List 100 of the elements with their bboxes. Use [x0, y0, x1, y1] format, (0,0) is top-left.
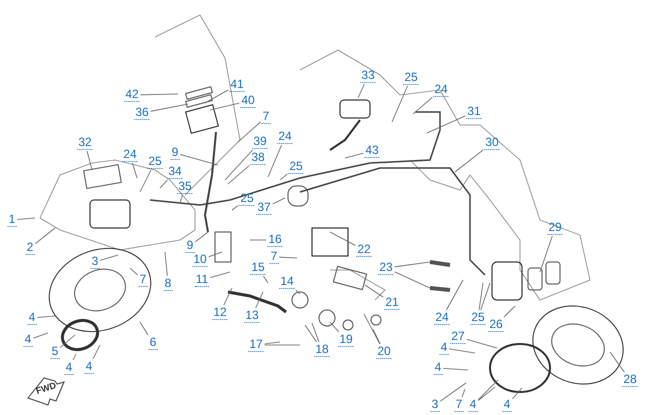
leader-line — [130, 268, 138, 276]
callout-number: 24 — [434, 311, 450, 325]
callout-number: 42 — [124, 88, 140, 102]
callout-number: 19 — [338, 333, 354, 347]
callout-number: 37 — [256, 201, 272, 215]
callout-number: 9 — [170, 146, 180, 160]
leader-line — [100, 254, 118, 261]
leader-line — [280, 174, 288, 180]
leader-line — [16, 218, 36, 220]
leader-line — [446, 280, 464, 310]
leader-line — [442, 368, 468, 370]
callout-number: 31 — [466, 105, 482, 119]
callout-number: 41 — [229, 78, 245, 92]
leader-line — [448, 348, 476, 354]
callout-number: 25 — [147, 155, 163, 169]
leader-line — [223, 288, 232, 306]
leader-line — [478, 380, 498, 400]
callout-number: 30 — [484, 136, 500, 150]
callout-number: 7 — [262, 110, 270, 124]
callout-number: 29 — [547, 221, 563, 235]
leader-line — [92, 344, 100, 360]
callout-number: 14 — [279, 275, 295, 289]
leader-line — [34, 228, 56, 244]
leader-line — [304, 324, 317, 342]
callout-number: 38 — [250, 151, 266, 165]
leader-line — [264, 342, 280, 344]
leader-line — [36, 316, 56, 318]
leader-line — [462, 388, 466, 398]
leader-line — [210, 102, 240, 110]
callout-number: 23 — [378, 261, 394, 275]
callout-number: 10 — [192, 253, 208, 267]
leader-line — [364, 314, 380, 344]
callout-number: 39 — [252, 135, 268, 149]
leader-line — [272, 198, 286, 204]
leader-line — [426, 116, 466, 134]
leader-line — [132, 162, 138, 178]
callout-number: 17 — [248, 338, 264, 352]
callout-number: 7 — [270, 250, 278, 264]
leader-line — [480, 282, 490, 310]
callout-number: 12 — [212, 306, 228, 320]
leader-line — [504, 306, 516, 318]
callout-number: 4 — [468, 398, 478, 412]
leader-line — [238, 121, 262, 142]
leader-line — [358, 84, 365, 98]
leader-line — [330, 232, 356, 246]
callout-number: 34 — [167, 165, 183, 179]
leader-line — [86, 150, 92, 170]
callout-number: 36 — [134, 106, 150, 120]
leader-line — [180, 194, 183, 204]
callout-number: 25 — [403, 71, 419, 85]
callout-number: 8 — [164, 277, 172, 291]
callout-number: 25 — [288, 160, 304, 174]
callout-number: 28 — [622, 373, 638, 387]
leader-line — [268, 144, 282, 178]
callout-number: 7 — [138, 273, 148, 287]
leader-line — [150, 104, 188, 112]
callout-number: 25 — [470, 311, 486, 325]
callout-number: 24 — [433, 83, 449, 97]
leader-line — [204, 90, 229, 104]
callout-number: 4 — [440, 341, 448, 355]
leader-line — [540, 236, 553, 272]
callout-number: 13 — [244, 309, 260, 323]
callout-number: 33 — [360, 69, 376, 83]
leader-line — [180, 154, 218, 166]
leader-line — [312, 322, 320, 342]
callout-number: 26 — [488, 318, 504, 332]
leader-line — [392, 86, 408, 122]
callout-number: 18 — [314, 343, 330, 357]
leader-line — [278, 256, 298, 258]
leader-line — [512, 388, 522, 400]
callout-number: 25 — [239, 192, 255, 206]
leader-line — [610, 352, 625, 372]
callout-number: 4 — [64, 361, 74, 375]
leader-line — [394, 272, 430, 288]
callout-number: 2 — [26, 241, 34, 255]
leader-line — [208, 252, 222, 258]
leader-line — [478, 386, 496, 401]
leader-line — [160, 180, 168, 188]
leader-line — [232, 205, 239, 210]
leader-line — [72, 354, 76, 360]
callout-number: 21 — [384, 296, 400, 310]
direction-label: FWD — [34, 380, 58, 396]
callout-number: 9 — [186, 239, 194, 253]
callout-number: 4 — [24, 333, 32, 347]
leader-line — [140, 322, 148, 336]
callout-number: 4 — [434, 361, 442, 375]
callout-number: 4 — [28, 311, 36, 325]
leader-line — [372, 328, 381, 344]
leader-line — [140, 94, 178, 96]
leader-line — [478, 282, 484, 310]
leader-line — [164, 252, 168, 276]
callout-number: 1 — [8, 213, 16, 227]
leader-line — [32, 332, 48, 338]
leader-line — [466, 339, 498, 348]
leader-line — [344, 152, 364, 158]
callout-number: 4 — [84, 360, 94, 374]
leader-line — [330, 322, 340, 332]
callout-number: 4 — [502, 398, 512, 412]
leader-line — [364, 284, 384, 298]
leader-line — [394, 262, 430, 268]
